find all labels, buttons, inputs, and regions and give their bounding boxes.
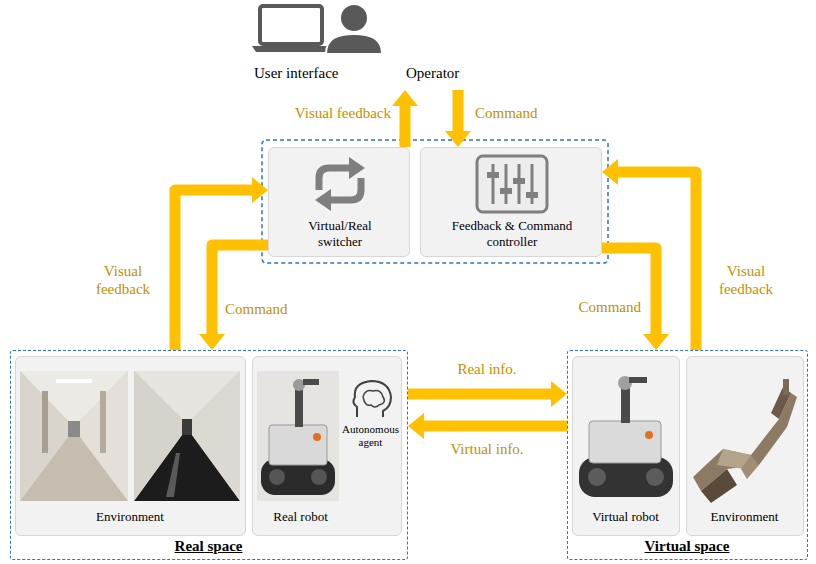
- flow-arrow: [424, 421, 567, 432]
- node-label: User interface: [254, 64, 374, 82]
- corridor-photos: [16, 357, 244, 535]
- space-region: Virtual robot EnvironmentVirtual space: [567, 350, 808, 560]
- node-label: Environment: [16, 509, 245, 525]
- edge-label: Visual feedback: [90, 262, 156, 298]
- switcher-box: Virtual/Real switcher: [268, 147, 410, 257]
- edge-label: Command: [474, 104, 564, 122]
- edge-label: Visual feedback: [710, 262, 782, 298]
- environment-box: Environment: [15, 356, 246, 536]
- node-label: Real space: [11, 537, 406, 555]
- node-label: Environment: [687, 509, 803, 525]
- edge-label: Visual feedback: [232, 104, 392, 122]
- edge-label: Command: [560, 298, 642, 316]
- flow-arrow: [602, 248, 656, 334]
- flow-arrow: [212, 245, 268, 334]
- scanned-environment: [687, 357, 803, 535]
- edge-label: Virtual info.: [427, 440, 547, 458]
- node-label: Feedback & Command controller: [427, 218, 597, 249]
- flow-arrow: [453, 90, 464, 131]
- environment-box: Environment: [686, 356, 804, 536]
- controller-box: Feedback & Command controller: [420, 147, 602, 257]
- node-label: Virtual robot: [573, 509, 679, 525]
- node-label: Real robot: [253, 509, 349, 525]
- node-sublabel: Autonomous agent: [342, 423, 400, 449]
- operator-station: User interface Operator: [250, 0, 480, 90]
- virtual-robot-box: Virtual robot: [572, 356, 680, 536]
- node-label: Virtual/Real switcher: [290, 218, 390, 249]
- control-group-outline: [262, 140, 608, 263]
- virtual-robot-render: [573, 357, 679, 535]
- robot-box: Real robot Autonomous agent: [252, 356, 402, 536]
- flow-arrow: [408, 389, 551, 400]
- flow-arrow: [400, 106, 411, 147]
- edge-label: Command: [224, 300, 304, 318]
- space-region: Environment Real robotAutonomous agentRe…: [10, 350, 408, 560]
- node-sublabel: Operator: [406, 64, 480, 82]
- node-label: Virtual space: [568, 537, 806, 555]
- edge-label: Real info.: [437, 360, 537, 378]
- flow-arrow: [618, 172, 696, 350]
